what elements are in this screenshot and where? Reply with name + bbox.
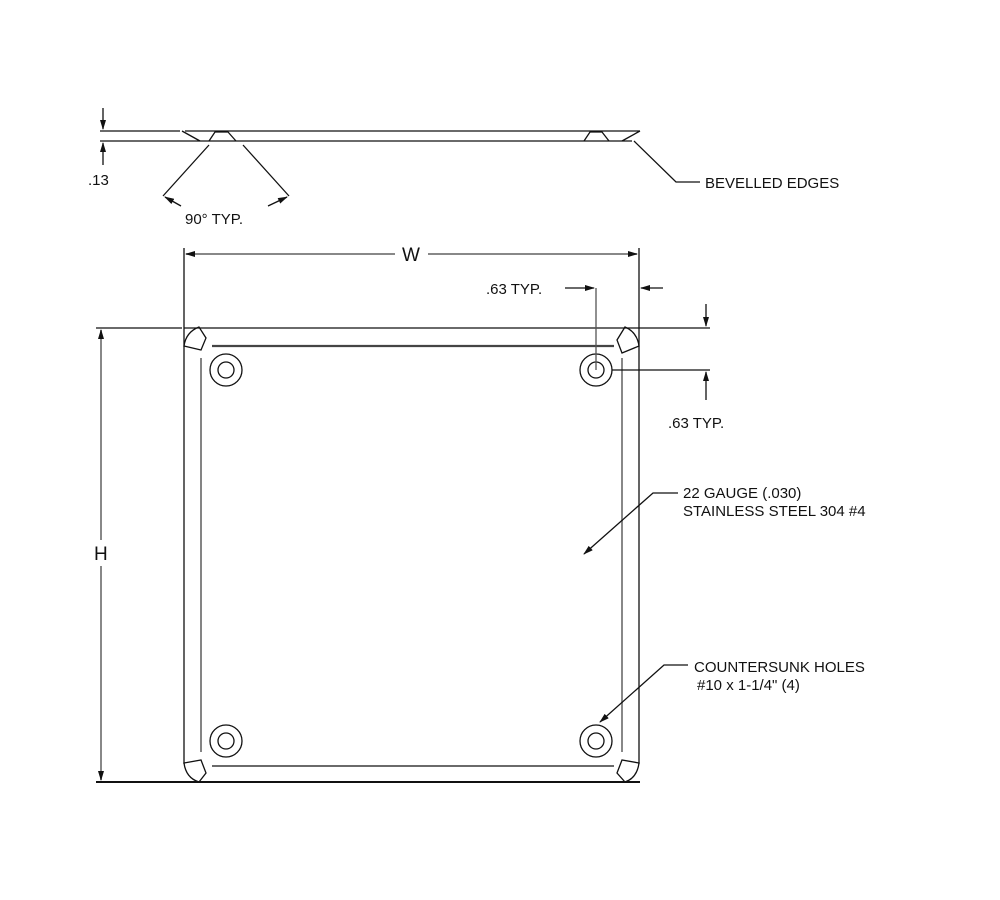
holes-note-line1: COUNTERSUNK HOLES <box>694 659 865 676</box>
height-label: H <box>94 544 108 565</box>
material-note-line2: STAINLESS STEEL 304 #4 <box>683 503 866 520</box>
hole-offset-x-label: .63 TYP. <box>486 281 542 298</box>
bevelled-edges-note: BEVELLED EDGES <box>705 175 839 192</box>
material-note-line1: 22 GAUGE (.030) <box>683 485 801 502</box>
hole-top-left <box>209 353 243 387</box>
width-label: W <box>402 245 420 266</box>
hole-bottom-right <box>579 724 613 758</box>
angle-note: 90° TYP. <box>185 211 243 228</box>
side-view <box>100 108 700 207</box>
thickness-dim-label: .13 <box>88 172 109 189</box>
hole-bottom-left <box>209 724 243 758</box>
front-view <box>96 248 710 783</box>
hole-offset-y-label: .63 TYP. <box>668 415 724 432</box>
holes-note-line2: #10 x 1-1/4" (4) <box>697 677 800 694</box>
